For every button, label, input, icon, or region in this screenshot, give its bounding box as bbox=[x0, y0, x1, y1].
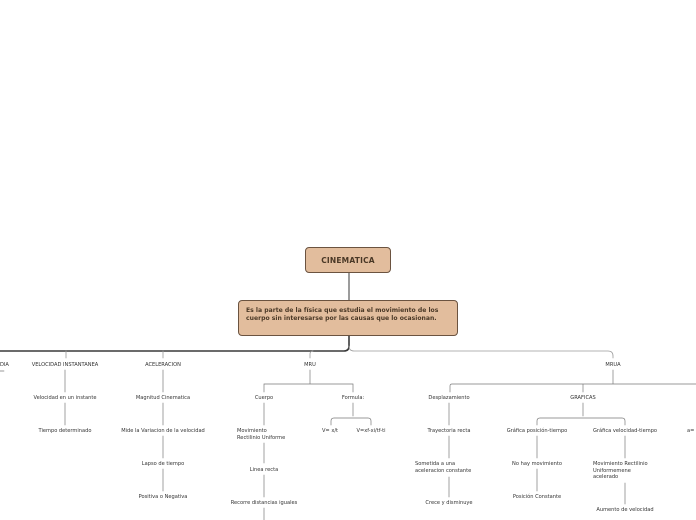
root-title: CINEMATICA bbox=[321, 255, 375, 265]
node-movimiento-rectilinio-uniformemente-acelerado[interactable]: Movimiento Rectilinio Uniformemene acele… bbox=[593, 461, 648, 481]
node-graficas[interactable]: GRAFICAS bbox=[570, 395, 596, 401]
node-lapso-de-tiempo[interactable]: Lapso de tiempo bbox=[141, 461, 185, 467]
node-recorre-distancias[interactable]: Recorre distancias iguales bbox=[230, 500, 298, 506]
node-sometida-line1: Sometida a una bbox=[415, 461, 456, 467]
node-movimiento-rectilinio-uniforme[interactable]: Movimiento Rectilinio Uniforme bbox=[237, 428, 285, 441]
branch-aceleracion[interactable]: ACELERACION bbox=[145, 362, 181, 368]
node-mide-variacion[interactable]: Mide la Variacion de la velocidad bbox=[121, 428, 205, 434]
branch-velocidad-instantanea[interactable]: VELOCIDAD INSTANTANEA bbox=[31, 362, 99, 368]
node-cuerpo[interactable]: Cuerpo bbox=[254, 395, 274, 401]
node-sometida-line2: aceleracion constante bbox=[415, 467, 472, 474]
node-velocidad-en-un-instante[interactable]: Velocidad en un instante bbox=[33, 395, 97, 401]
edge-formula-split bbox=[330, 402, 372, 426]
node-mrua-line2: Uniformemene bbox=[593, 467, 631, 474]
node-formula-v-delta[interactable]: V=xf-xi/tf-ti bbox=[356, 428, 386, 434]
node-formula[interactable]: Formula: bbox=[341, 395, 365, 401]
edge-main-left bbox=[0, 335, 350, 352]
node-a-equals-partial[interactable]: a= bbox=[687, 428, 695, 434]
edge-mru-split bbox=[263, 369, 354, 393]
node-sometida-aceleracion[interactable]: Sometida a una aceleracion constante bbox=[415, 461, 471, 474]
node-linea-recta[interactable]: Linea recta bbox=[249, 467, 279, 473]
node-crece-y-disminuye[interactable]: Crece y disminuye bbox=[425, 500, 473, 506]
root-node[interactable]: CINEMATICA bbox=[305, 247, 391, 273]
definition-text: Es la parte de la física que estudia el … bbox=[246, 307, 439, 323]
node-positiva-o-negativa[interactable]: Positiva o Negativa bbox=[138, 494, 188, 500]
node-grafica-velocidad-tiempo[interactable]: Gráfica velocidad-tiempo bbox=[592, 428, 658, 434]
node-magnitud-cinematica[interactable]: Magnitud Cinematica bbox=[135, 395, 191, 401]
node-grafica-posicion-tiempo[interactable]: Gráfica posición-tiempo bbox=[506, 428, 568, 434]
node-posicion-constante[interactable]: Posición Constante bbox=[512, 494, 562, 500]
node-mru-line2: Rectilinio Uniforme bbox=[237, 434, 286, 441]
node-trayectoria-recta[interactable]: Trayectoria recta bbox=[427, 428, 471, 434]
branch-mrua[interactable]: MRUA bbox=[605, 362, 621, 368]
branch-media-partial[interactable]: DIA bbox=[0, 362, 9, 368]
node-mru-line1: Movimiento bbox=[237, 428, 267, 434]
definition-node[interactable]: Es la parte de la física que estudia el … bbox=[238, 300, 458, 336]
node-mrua-line3: acelerado bbox=[593, 474, 619, 481]
node-tiempo-determinado[interactable]: Tiempo determinado bbox=[38, 428, 92, 434]
node-desplazamiento[interactable]: Desplazamiento bbox=[428, 395, 470, 401]
node-formula-v-x-t[interactable]: V= x/t bbox=[321, 428, 339, 434]
edge-main-right bbox=[348, 345, 614, 359]
node-no-hay-movimiento[interactable]: No hay movimiento bbox=[512, 461, 562, 467]
node-aumento-de-velocidad[interactable]: Aumento de velocidad bbox=[596, 507, 654, 513]
edge-mrua-split bbox=[449, 369, 696, 393]
branch-mru[interactable]: MRU bbox=[304, 362, 316, 368]
node-mrua-line1: Movimiento Rectilinio bbox=[593, 461, 648, 467]
edge-mru bbox=[309, 350, 314, 359]
edge-graficas-split bbox=[536, 402, 626, 426]
